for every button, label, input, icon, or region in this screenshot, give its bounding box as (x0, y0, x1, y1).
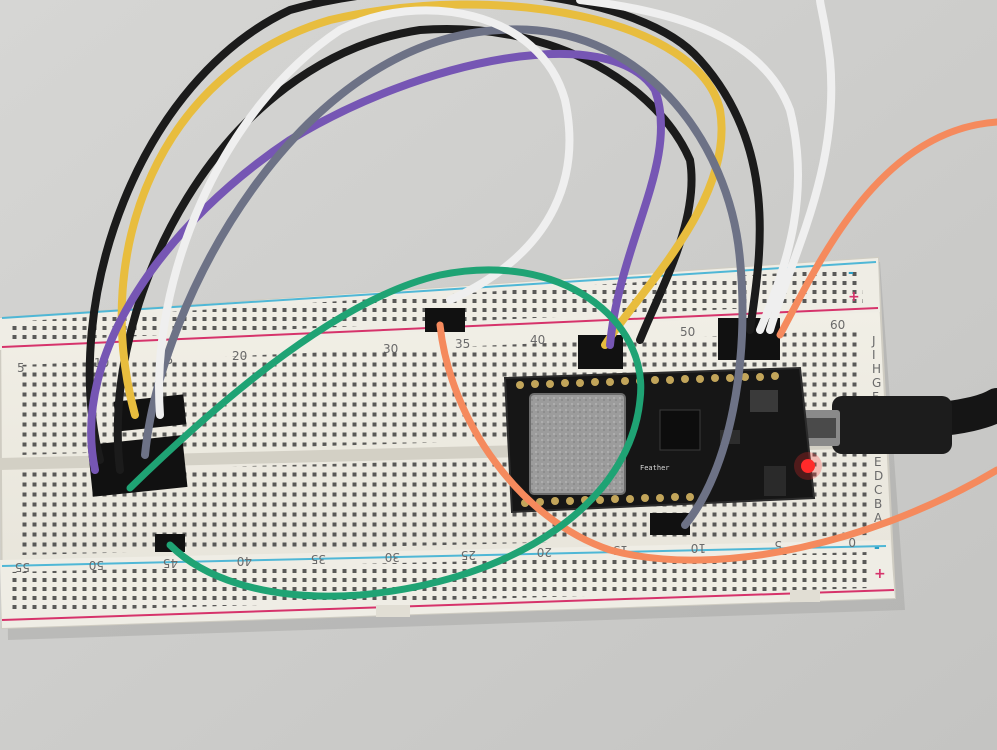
col-number: 35 (311, 552, 326, 566)
col-number: 20 (537, 545, 552, 559)
row-letter: D (874, 469, 883, 483)
rail-minus-bottom: - (874, 540, 880, 556)
power-led (801, 459, 815, 473)
row-letter: J (871, 334, 876, 348)
col-number: 60 (830, 318, 845, 332)
col-number: 50 (89, 558, 104, 572)
col-number: 35 (455, 337, 470, 351)
col-number: 25 (461, 548, 476, 562)
col-number: 10 (691, 541, 706, 555)
row-letter: B (874, 497, 882, 511)
usb-cable (800, 388, 997, 454)
col-number: 50 (680, 325, 695, 339)
board-logo-text: Feather (640, 464, 670, 472)
breadboard-bottom-numbers: 55 50 45 40 35 30 25 20 15 10 5 0 (15, 535, 856, 574)
col-number: 30 (383, 342, 398, 356)
col-number: 5 (774, 538, 782, 552)
col-number: 30 (385, 550, 400, 564)
row-letter: A (874, 511, 883, 525)
col-number: 20 (232, 349, 247, 363)
col-number: 45 (163, 556, 178, 570)
row-letter: I (872, 348, 876, 362)
rail-minus-top: - (848, 265, 854, 281)
col-number: 5 (17, 361, 25, 375)
rail-plus-top: + (848, 289, 860, 305)
row-letter: C (874, 483, 882, 497)
row-letter: G (872, 376, 881, 390)
jumper-wires (85, 0, 997, 600)
col-number: 0 (848, 535, 856, 549)
row-letter: E (874, 455, 882, 469)
microcontroller-board: Feather (503, 366, 822, 514)
row-letter: H (872, 362, 881, 376)
col-number: 40 (530, 333, 545, 347)
col-number: 40 (237, 554, 252, 568)
col-number: 55 (15, 560, 30, 574)
rail-plus-bottom: + (874, 566, 886, 582)
